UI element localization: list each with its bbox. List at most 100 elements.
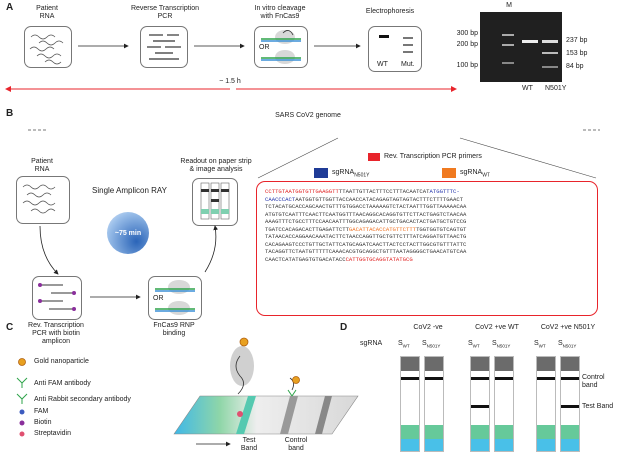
band-237-label: 237 bp xyxy=(566,37,588,44)
patient-rna-b-box xyxy=(16,176,70,224)
band-153-label: 153 bp xyxy=(566,50,588,57)
sequence-box: CCTTGTAATGGTGTTGAAGGTTTTAATTGTTACTTTCCTT… xyxy=(256,181,598,316)
legend-streptavidin-label: Streptavidin xyxy=(34,430,71,437)
legend-wt-label: sgRNAWT xyxy=(460,169,490,179)
paper-strip-icon xyxy=(200,182,230,220)
fam-icon xyxy=(19,409,25,415)
strip-sample-pad xyxy=(537,357,555,371)
n501y-band-84 xyxy=(542,66,558,68)
legend-anti-fam-label: Anti FAM antibody xyxy=(34,380,91,387)
genome-bar: ORF1A ORF1B S ORF3A xyxy=(46,122,583,138)
legend-n501y-swatch xyxy=(314,168,328,178)
dna-fragments-icon xyxy=(147,34,181,60)
time-circle: ~75 min xyxy=(107,212,149,254)
ladder-200-label: 200 bp xyxy=(456,41,478,48)
panel-d-label: D xyxy=(340,322,348,333)
sequence-text: CCTTGTAATGGTGTTGAAGGTTTTAATTGTTACTTTCCTT… xyxy=(265,188,467,263)
electrophoresis-box: WT Mut. xyxy=(368,26,422,72)
lateral-flow-strip xyxy=(173,337,359,447)
step-cleavage-label: In vitro cleavage with FnCas9 xyxy=(254,5,306,20)
gene-orf1b: ORF1B xyxy=(249,125,277,135)
streptavidin-icon xyxy=(19,431,25,437)
strip-absorbent-pad xyxy=(561,439,579,451)
gene-orf3a: ORF3A xyxy=(507,125,536,135)
rt-pcr-b-box xyxy=(32,276,82,320)
patient-rna-b-label: Patient RNA xyxy=(31,158,53,173)
gel-bands-icon xyxy=(379,35,413,53)
n501y-band-153 xyxy=(542,52,558,54)
gel-photo xyxy=(480,12,562,82)
fncas9-binding-icon xyxy=(155,280,195,315)
strip-lane-label: SN501Y xyxy=(492,340,511,349)
patient-rna-box xyxy=(24,26,72,68)
gel-wt-label: WT xyxy=(377,61,388,68)
strip-sample-pad xyxy=(401,357,419,371)
readout-caption: Readout on paper strip & image analysis xyxy=(180,158,252,173)
biotin-icon xyxy=(19,420,25,426)
genome-title: SARS CoV2 genome xyxy=(275,112,341,119)
ladder-band xyxy=(502,62,514,64)
legend-primers-label: Rev. Transcription PCR primers xyxy=(384,153,482,160)
legend-wt-swatch xyxy=(442,168,456,178)
step-patient-rna-label: Patient RNA xyxy=(36,5,58,20)
test-band-mark xyxy=(236,396,256,434)
strip-absorbent-pad xyxy=(537,439,555,451)
sgrna-label: sgRNA xyxy=(360,340,383,347)
fncas9-cleavage-icon xyxy=(261,30,301,64)
rna-strands-b-icon xyxy=(22,184,56,214)
anti-rabbit-antibody-icon xyxy=(16,393,28,404)
legend-fam-label: FAM xyxy=(34,408,49,415)
group-cov2-neg-title: CoV2 -ve xyxy=(413,324,443,331)
legend-anti-rabbit-label: Anti Rabbit secondary antibody xyxy=(34,396,131,403)
gold-nanoparticle-icon xyxy=(18,358,26,366)
time-label: ~75 min xyxy=(114,229,142,237)
cleavage-or-label: OR xyxy=(259,44,270,51)
strip-conjugate-pad xyxy=(401,425,419,439)
strip-test-band xyxy=(561,405,579,408)
d-control-band-label: Control band xyxy=(582,374,605,389)
fncas9-or-label: OR xyxy=(153,295,164,302)
strip-conjugate-pad xyxy=(495,425,513,439)
duration-label: ~ 1.5 h xyxy=(219,78,241,85)
step-electrophoresis-label: Electrophoresis xyxy=(365,8,415,15)
strip-control-band xyxy=(495,377,513,380)
strip-control-band xyxy=(537,377,555,380)
paper-strip xyxy=(400,356,420,452)
paper-strip xyxy=(424,356,444,452)
ladder-band xyxy=(502,34,514,36)
anti-fam-antibody-icon xyxy=(16,377,28,388)
method-title: Single Amplicon RAY xyxy=(92,186,167,195)
lane-n501y-label: N501Y xyxy=(545,85,567,92)
paper-strip xyxy=(470,356,490,452)
gel-mut-label: Mut. xyxy=(401,61,415,68)
strip-test-band-label: Test Band xyxy=(240,437,258,452)
strip-absorbent-pad xyxy=(425,439,443,451)
panel-c-legend-icons xyxy=(16,358,28,437)
gel-marker-label: M xyxy=(506,2,512,9)
strip-control-band xyxy=(561,377,579,380)
strip-control-band-label: Control band xyxy=(284,437,308,452)
cleavage-box: OR xyxy=(254,26,308,68)
strip-control-band xyxy=(401,377,419,380)
group-cov2-wt-title: CoV2 +ve WT xyxy=(475,324,519,331)
gene-orf1a: ORF1A xyxy=(103,125,131,135)
strip-lane-label: SN501Y xyxy=(422,340,441,349)
strip-conjugate-pad xyxy=(561,425,579,439)
strip-absorbent-pad xyxy=(471,439,489,451)
fncas9-box: OR xyxy=(148,276,202,320)
strip-control-band xyxy=(471,377,489,380)
biotin-amplicon-icon xyxy=(38,283,76,311)
strip-sample-pad xyxy=(495,357,513,371)
strip-control-band xyxy=(425,377,443,380)
strip-test-band xyxy=(471,405,489,408)
step-rt-pcr-label: Reverse Transcription PCR xyxy=(130,5,200,20)
strip-sample-pad xyxy=(561,357,579,371)
wt-band-237 xyxy=(522,40,538,43)
rt-pcr-box xyxy=(140,26,188,68)
strip-lane-label: SWT xyxy=(468,340,480,349)
strip-absorbent-pad xyxy=(401,439,419,451)
strip-absorbent-pad xyxy=(495,439,513,451)
fncas9-caption: FnCas9 RNP binding xyxy=(153,322,195,337)
strip-sample-pad xyxy=(425,357,443,371)
ladder-300-label: 300 bp xyxy=(456,30,478,37)
